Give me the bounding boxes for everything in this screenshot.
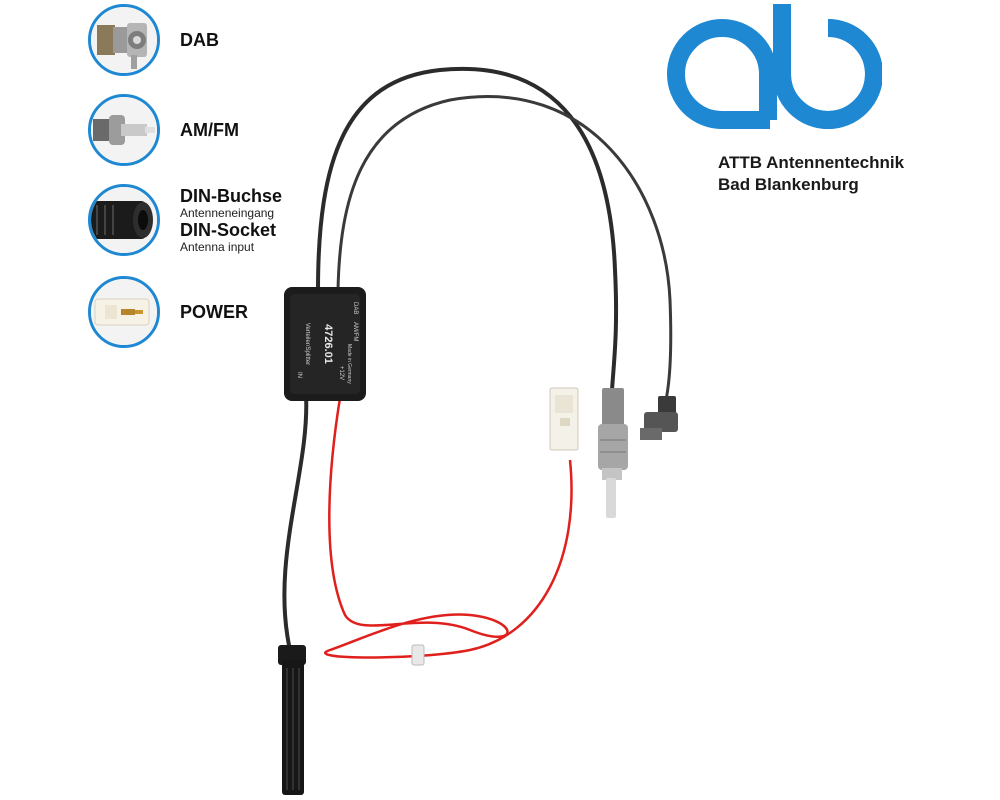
legend-din-label-en: DIN-Socket — [180, 220, 277, 240]
attb-logo-icon — [667, 4, 882, 129]
dab-cable — [316, 66, 619, 391]
legend-amfm-label: AM/FM — [180, 120, 239, 140]
dab-connector — [640, 396, 678, 440]
brand-name: ATTB Antennentechnik Bad Blankenburg — [718, 152, 904, 196]
power-connector — [549, 387, 579, 451]
legend-amfm: AM/FM — [88, 94, 239, 166]
legend-power-label: POWER — [180, 302, 249, 322]
splitter-label-top: Verteiler/Splitter — [304, 323, 310, 365]
power-connector-icon — [88, 276, 160, 348]
legend-dab: DAB — [88, 4, 219, 76]
legend-dab-label: DAB — [180, 30, 219, 50]
legend-din-sub-en: Antenna input — [180, 240, 255, 254]
brand-line-1: ATTB Antennentechnik — [718, 153, 905, 172]
splitter-label-amfm: AM/FM — [352, 322, 358, 341]
splitter-part-number: 4726.01 — [322, 324, 334, 364]
legend-din: DIN-Buchse Antenneneingang DIN-Socket An… — [88, 184, 282, 256]
amfm-cable — [336, 95, 673, 401]
splitter-label-dab: DAB — [352, 302, 358, 314]
legend-din-sub-de: Antenneneingang — [180, 206, 275, 220]
amfm-plug-icon — [88, 94, 160, 166]
splitter-label-voltage: +12V — [338, 366, 344, 380]
cable-tie — [411, 644, 425, 666]
splitter-module: 4726.01 Verteiler/Splitter IN DAB AM/FM … — [284, 287, 366, 401]
amfm-plug-connector — [598, 388, 628, 518]
legend-power: POWER — [88, 276, 248, 348]
antenna-input-cable — [282, 394, 309, 651]
power-wire — [324, 397, 573, 659]
splitter-label-made: Made in Germany — [346, 344, 352, 384]
dab-connector-icon — [88, 4, 160, 76]
brand-line-2: Bad Blankenburg — [718, 175, 859, 194]
din-socket-connector — [278, 645, 306, 795]
din-socket-icon — [88, 184, 160, 256]
legend-din-label-de: DIN-Buchse — [180, 186, 283, 206]
splitter-label-in: IN — [296, 372, 302, 378]
